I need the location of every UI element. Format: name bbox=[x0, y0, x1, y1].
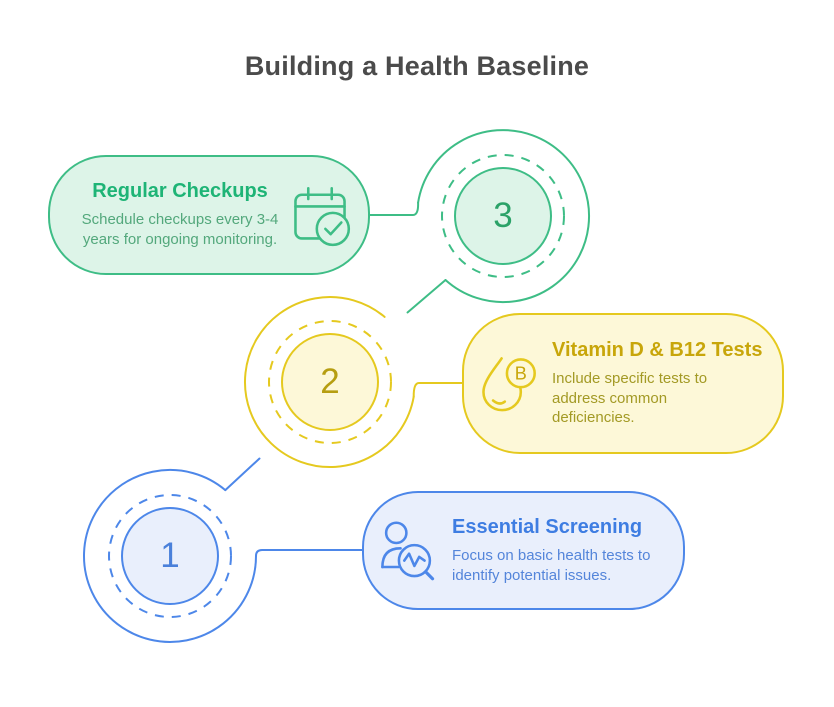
step1-outer-ring bbox=[83, 468, 257, 643]
step1-card: Essential Screening Focus on basic healt… bbox=[362, 491, 685, 610]
vitamin-b-badge-letter: B bbox=[515, 363, 527, 383]
step1-card-connector bbox=[255, 549, 363, 557]
step2-card-title: Vitamin D & B12 Tests bbox=[552, 338, 763, 361]
step3-outer-ring bbox=[417, 129, 591, 304]
step2-dashed-ring bbox=[268, 320, 392, 444]
step3-circle-group bbox=[369, 129, 591, 314]
step1-to-step2-line bbox=[224, 457, 261, 492]
step1-circle-group bbox=[83, 457, 363, 643]
step3-inner-circle bbox=[454, 167, 552, 265]
step1-card-body: Focus on basic health tests to identify … bbox=[452, 546, 651, 584]
step3-card-title: Regular Checkups bbox=[92, 180, 268, 203]
step2-circle-group bbox=[243, 296, 463, 468]
step1-inner-circle bbox=[121, 507, 219, 605]
step3-dashed-ring bbox=[441, 154, 565, 278]
step2-inner-circle bbox=[281, 333, 379, 431]
step2-outer-ring bbox=[243, 296, 415, 468]
step3-card: Regular Checkups Schedule checkups every… bbox=[48, 155, 370, 275]
vitamin-drop-icon: B bbox=[476, 352, 540, 416]
step2-card-text: Vitamin D & B12 Tests Include specific t… bbox=[552, 339, 762, 428]
step1-card-title: Essential Screening bbox=[452, 515, 643, 538]
person-screening-icon bbox=[376, 519, 440, 583]
step1-dashed-ring bbox=[108, 494, 232, 618]
page-title: Building a Health Baseline bbox=[244, 51, 590, 81]
step2-number: 2 bbox=[320, 362, 340, 401]
step3-card-connector bbox=[369, 201, 420, 216]
step3-number: 3 bbox=[493, 196, 513, 235]
step3-card-body: Schedule checkups every 3-4 years for on… bbox=[81, 211, 279, 248]
calendar-check-icon bbox=[288, 183, 352, 247]
step2-card: B Vitamin D & B12 Tests Include specific… bbox=[462, 313, 784, 454]
step1-number: 1 bbox=[160, 536, 180, 575]
step2-card-body: Include specific tests to address common… bbox=[552, 369, 708, 427]
step1-card-text: Essential Screening Focus on basic healt… bbox=[452, 516, 650, 586]
step3-to-step2-line bbox=[406, 279, 447, 314]
step3-card-text: Regular Checkups Schedule checkups every… bbox=[76, 180, 284, 250]
step2-card-connector bbox=[412, 382, 463, 398]
